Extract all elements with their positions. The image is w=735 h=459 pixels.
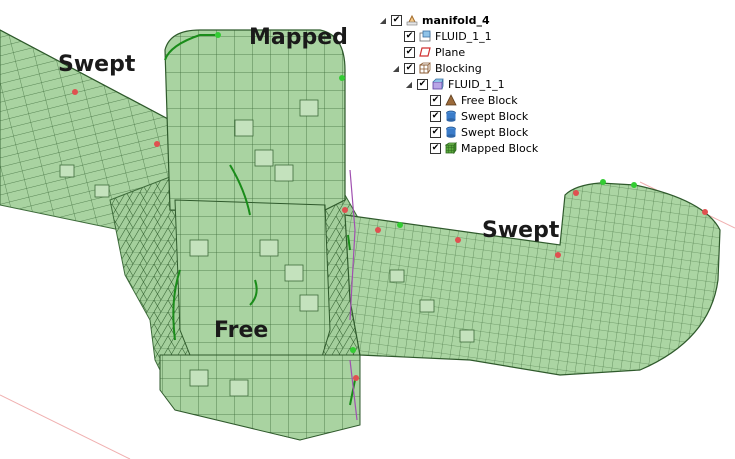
swept-label-left: Swept xyxy=(58,52,136,77)
tree-label: Blocking xyxy=(435,61,482,75)
expand-icon[interactable]: ◢ xyxy=(379,15,387,25)
purple-curve xyxy=(349,359,358,421)
tree-item-plane[interactable]: ✔ Plane xyxy=(391,44,465,60)
geometry-curves xyxy=(164,34,356,406)
tree-item-blocking[interactable]: ◢ ✔ Blocking xyxy=(391,60,482,76)
checkbox[interactable]: ✔ xyxy=(404,62,415,74)
checkbox[interactable]: ✔ xyxy=(404,46,415,58)
checkbox[interactable]: ✔ xyxy=(430,94,441,106)
tree-item-manifold[interactable]: ◢ ✔ manifold_4 xyxy=(378,12,490,28)
checkbox[interactable]: ✔ xyxy=(417,78,428,90)
mapped-block xyxy=(164,29,346,216)
expand-icon[interactable]: ◢ xyxy=(392,63,400,73)
block-volume-icon xyxy=(432,78,444,90)
expand-icon[interactable]: ◢ xyxy=(405,79,413,89)
step-blocks xyxy=(59,99,475,397)
tree-label: Swept Block xyxy=(461,125,529,139)
vertices xyxy=(72,32,708,381)
free-label: Free xyxy=(214,318,269,343)
tree-item-free-block[interactable]: ✔ Free Block xyxy=(430,92,518,108)
tree-item-swept-block-2[interactable]: ✔ Swept Block xyxy=(430,124,528,140)
checkbox[interactable]: ✔ xyxy=(430,110,441,122)
mapped-block-icon xyxy=(445,142,457,154)
tree-item-fluid-block[interactable]: ◢ ✔ FLUID_1_1 xyxy=(404,76,505,92)
tree-item-swept-block-1[interactable]: ✔ Swept Block xyxy=(430,108,528,124)
plane-icon xyxy=(419,46,431,58)
mapped-label: Mapped xyxy=(249,25,348,50)
blocking-icon xyxy=(419,62,431,74)
bottom-stub xyxy=(159,354,361,441)
tree-label: Plane xyxy=(435,45,466,59)
part-icon xyxy=(406,14,418,26)
tree-label: FLUID_1_1 xyxy=(448,77,505,91)
tree-label: FLUID_1_1 xyxy=(435,29,492,43)
swept-block-icon xyxy=(445,126,457,138)
checkbox[interactable]: ✔ xyxy=(430,142,441,154)
purple-curve xyxy=(349,169,356,321)
checkbox[interactable]: ✔ xyxy=(391,14,402,26)
free-block-icon xyxy=(445,94,457,106)
swept-label-right: Swept xyxy=(482,218,560,243)
volume-icon xyxy=(419,30,431,42)
pipe-edge xyxy=(0,29,171,121)
tree-item-mapped-block[interactable]: ✔ Mapped Block xyxy=(430,140,538,156)
checkbox[interactable]: ✔ xyxy=(430,126,441,138)
tree-label: Swept Block xyxy=(461,109,529,123)
tree-label: Free Block xyxy=(461,93,518,107)
swept-block-icon xyxy=(445,110,457,122)
checkbox[interactable]: ✔ xyxy=(404,30,415,42)
tree-label: manifold_4 xyxy=(422,13,490,27)
swept-pipe-right xyxy=(344,182,721,376)
tree-item-fluid[interactable]: ✔ FLUID_1_1 xyxy=(391,28,492,44)
reference-line xyxy=(0,394,131,459)
tree-label: Mapped Block xyxy=(461,141,539,155)
